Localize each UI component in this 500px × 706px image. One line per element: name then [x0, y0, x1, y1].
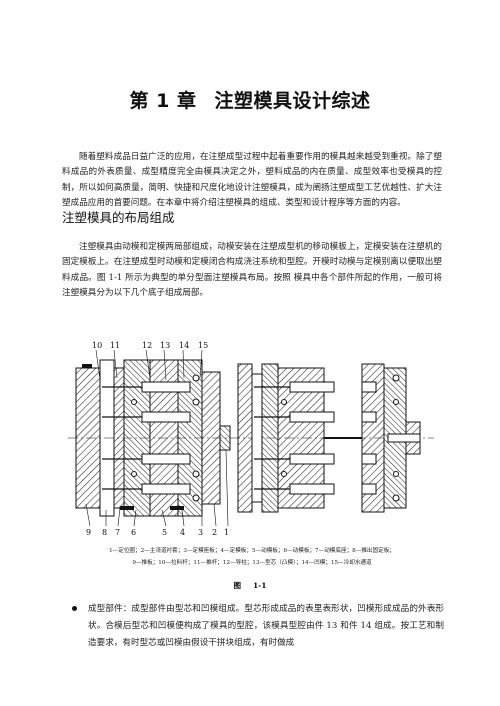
figure-legend: 1—定位圈；2—主浇道衬套；3—定模座板；4—定模板；5—动模板；6—动模板；7… — [62, 545, 442, 569]
part-number-label: 9 — [86, 528, 91, 537]
section-heading: 注塑模具的布局组成 — [62, 210, 175, 225]
chapter-title: 第 1 章注塑模具设计综述 — [0, 86, 500, 113]
top-part-numbers: 10 11 12 13 14 15 — [92, 341, 208, 350]
part-number-label: 15 — [198, 341, 208, 350]
part-number-label: 5 — [162, 528, 167, 537]
bullet-dot-icon — [72, 606, 77, 611]
figure-caption: 图 1-1 — [0, 580, 500, 591]
part-number-label: 12 — [142, 341, 152, 350]
mold-drawing: 10 11 12 13 14 15 — [68, 341, 434, 537]
bullet-text: 成型部件：成型部件由型芯和凹模组成。型芯形成成品的表里表形状，凹模形成成品的外表… — [88, 604, 444, 648]
legend-line: 1—定位圈；2—主浇道衬套；3—定模座板；4—定模板；5—动模板；6—动模板；7… — [109, 548, 395, 554]
intro-paragraph: 随着塑料成品日益广泛的应用，在注塑成型过程中起着重要作用的模具越来越受到重视。除… — [62, 152, 442, 209]
part-number-label: 10 — [92, 341, 102, 350]
mold-structure-figure: 10 11 12 13 14 15 — [62, 338, 442, 538]
part-number-label: 4 — [180, 528, 185, 537]
section-paragraph: 注塑模具由动模和定模两局部组成，动模安装在注塑成型机的移动模板上，定模安装在注塑… — [62, 242, 442, 299]
chapter-title-text: 注塑模具设计综述 — [214, 90, 371, 112]
legend-line: 9—推板；10—拉料杆；11—推杆；12—导柱；13—型芯（凸模）；14—凹模；… — [132, 560, 372, 566]
bullet-item: 成型部件：成型部件由型芯和凹模组成。型芯形成成品的表里表形状，凹模形成成品的外表… — [72, 601, 444, 652]
part-number-label: 11 — [110, 341, 120, 350]
part-number-label: 7 — [115, 528, 120, 537]
open-mold-moving-half — [237, 363, 362, 513]
part-number-label: 14 — [179, 341, 189, 350]
part-number-label: 8 — [102, 528, 107, 537]
bottom-part-numbers: 9 8 7 6 5 4 3 2 1 — [86, 528, 229, 537]
figure-caption-number: 1-1 — [252, 581, 267, 590]
part-number-label: 13 — [160, 341, 170, 350]
figure-caption-prefix: 图 — [233, 581, 241, 590]
chapter-number: 第 1 章 — [129, 90, 197, 112]
part-number-label: 3 — [198, 528, 203, 537]
open-mold-fixed-half — [361, 363, 421, 513]
part-number-label: 1 — [224, 528, 229, 537]
part-number-label: 6 — [131, 528, 136, 537]
part-number-label: 2 — [212, 528, 217, 537]
